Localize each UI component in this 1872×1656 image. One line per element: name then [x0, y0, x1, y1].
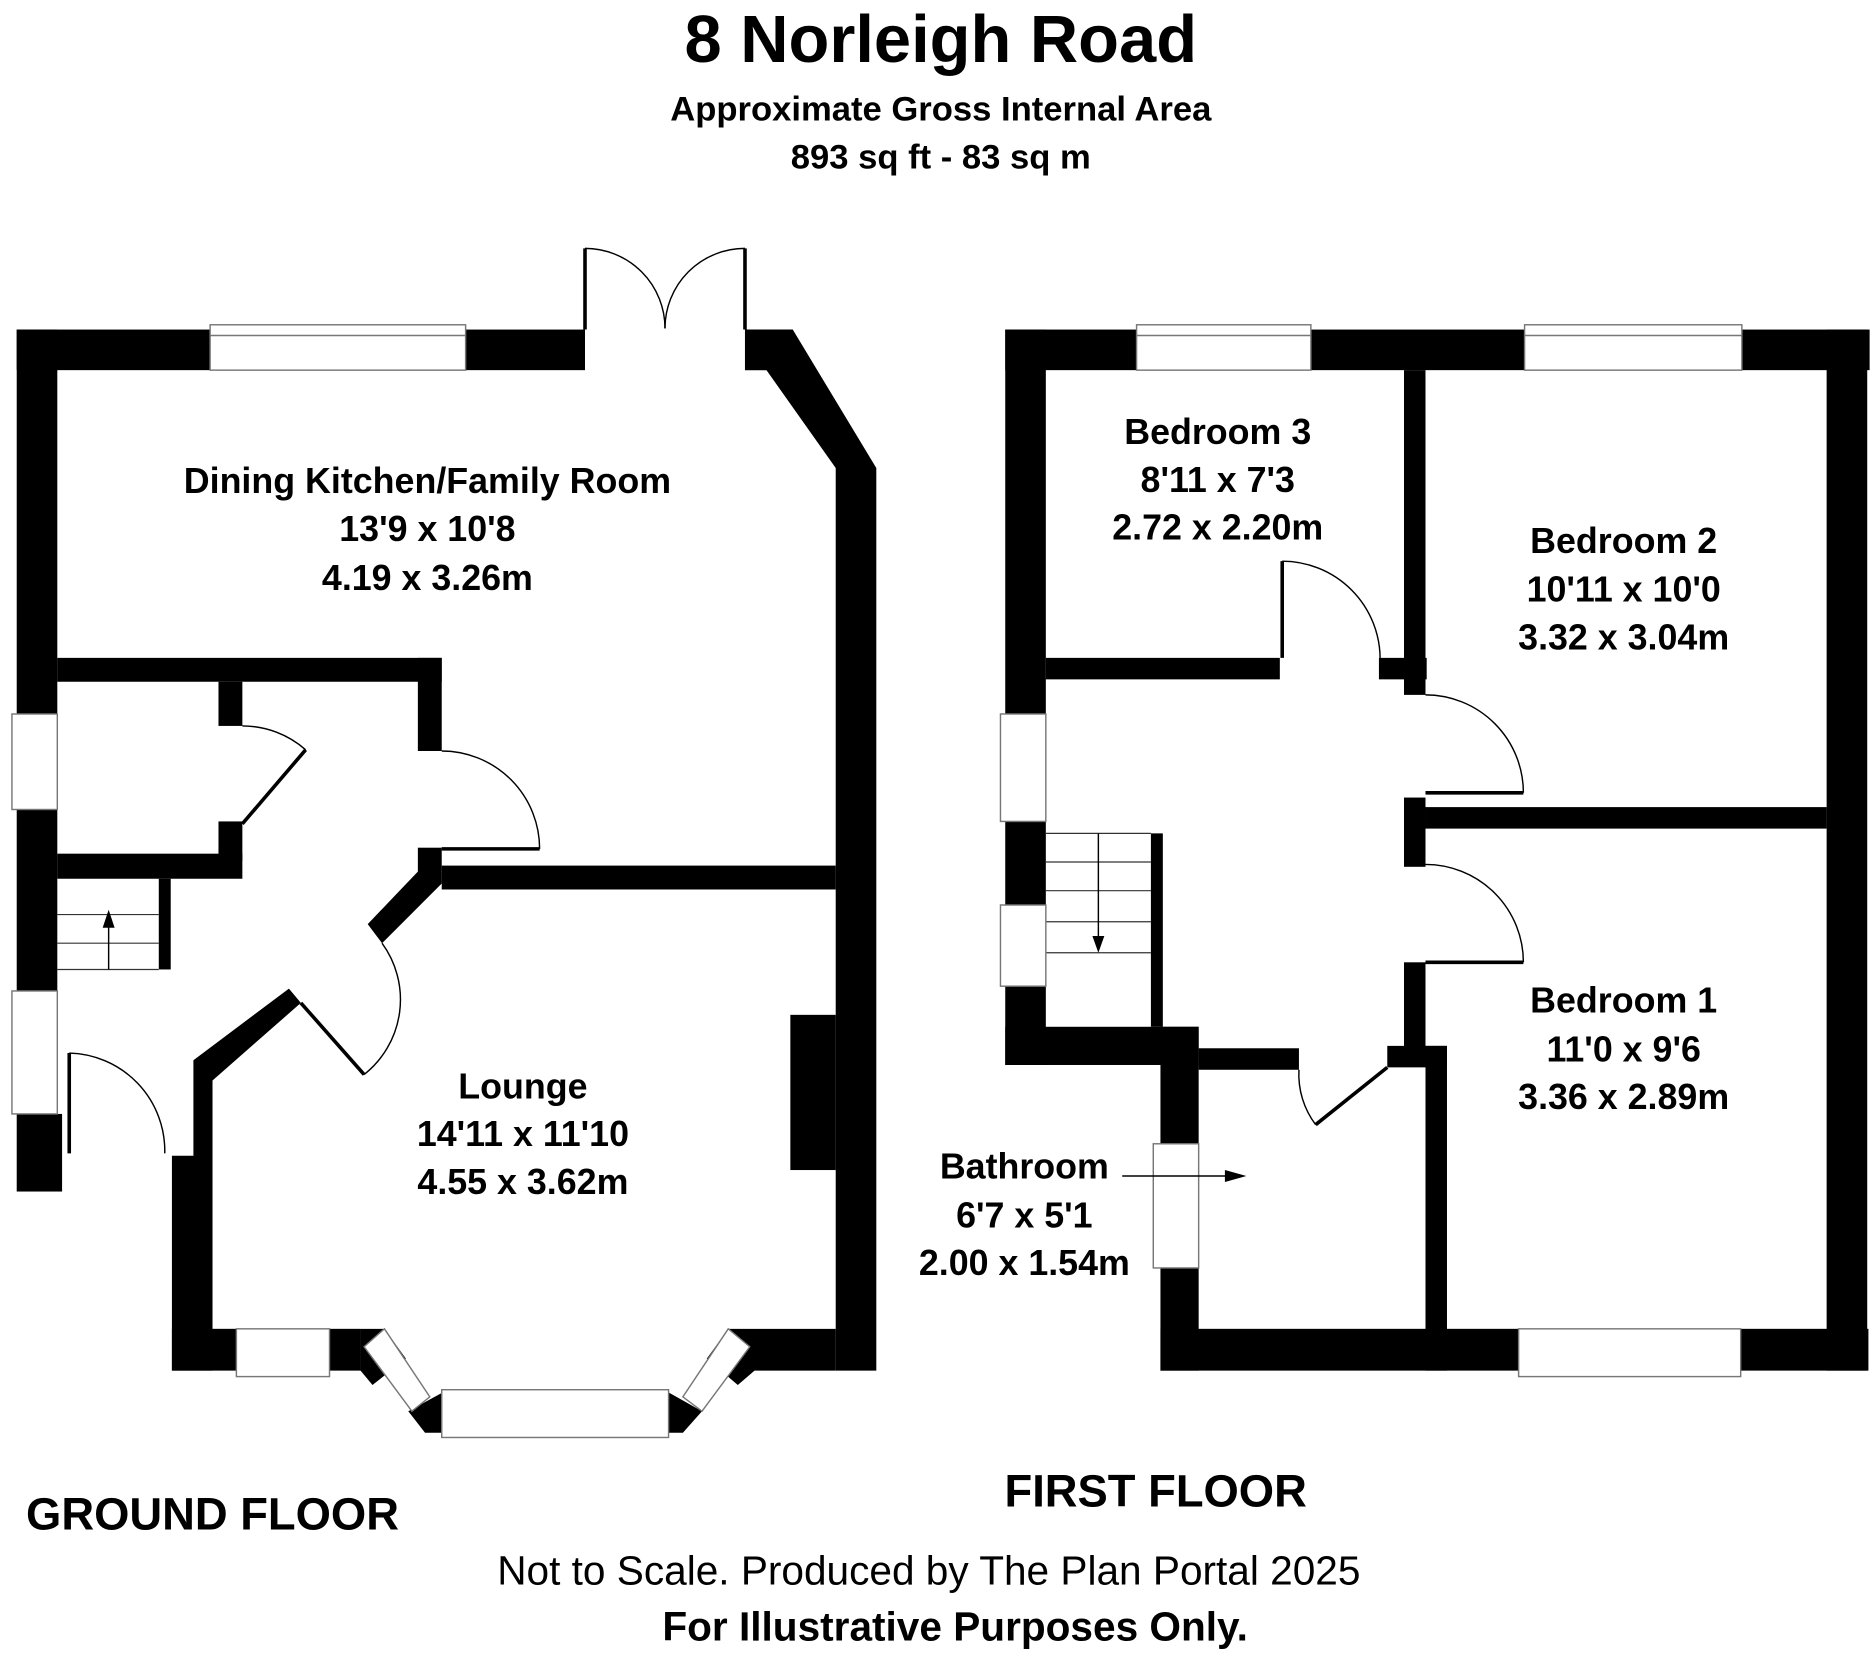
- wall: [57, 853, 243, 879]
- door-swings: [1280, 560, 1525, 1127]
- svg-text:13'9 x 10'8: 13'9 x 10'8: [339, 509, 515, 549]
- wall: [744, 329, 877, 1371]
- wall: [1425, 1045, 1447, 1371]
- first-floor-label: FIRST FLOOR: [1004, 1466, 1306, 1517]
- room-bedroom-1: Bedroom 1 11'0 x 9'6 3.36 x 2.89m: [1518, 980, 1729, 1117]
- svg-text:Bathroom: Bathroom: [940, 1146, 1109, 1186]
- wall: [171, 988, 301, 1371]
- svg-text:8'11 x 7'3: 8'11 x 7'3: [1141, 460, 1295, 500]
- svg-text:6'7 x 5'1: 6'7 x 5'1: [956, 1195, 1092, 1235]
- header: 8 Norleigh Road Approximate Gross Intern…: [670, 2, 1212, 176]
- wall: [1404, 797, 1426, 867]
- svg-text:Lounge: Lounge: [458, 1066, 587, 1106]
- svg-text:Bedroom 2: Bedroom 2: [1530, 521, 1717, 561]
- disclaimer-text: Not to Scale. Produced by The Plan Porta…: [497, 1547, 1360, 1593]
- svg-text:11'0 x 9'6: 11'0 x 9'6: [1546, 1029, 1700, 1069]
- wall: [663, 1389, 702, 1433]
- first-floor-plan: Bedroom 3 8'11 x 7'3 2.72 x 2.20m Bedroo…: [919, 324, 1870, 1378]
- wall: [1150, 833, 1163, 1027]
- svg-text:Dining Kitchen/Family Room: Dining Kitchen/Family Room: [184, 461, 671, 501]
- stairs: [57, 909, 159, 971]
- room-dining-kitchen: Dining Kitchen/Family Room 13'9 x 10'8 4…: [184, 461, 671, 598]
- svg-text:Bedroom 3: Bedroom 3: [1124, 412, 1311, 452]
- window: [999, 904, 1047, 987]
- window: [999, 713, 1047, 823]
- wall: [1160, 1026, 1199, 1144]
- ground-floor-plan: Dining Kitchen/Family Room 13'9 x 10'8 4…: [11, 247, 877, 1439]
- window: [235, 1328, 331, 1378]
- wall: [158, 878, 171, 970]
- room-bedroom-3: Bedroom 3 8'11 x 7'3 2.72 x 2.20m: [1112, 412, 1323, 548]
- svg-text:2.00 x 1.54m: 2.00 x 1.54m: [919, 1243, 1130, 1283]
- wall: [324, 1328, 361, 1371]
- svg-text:4.19 x 3.26m: 4.19 x 3.26m: [322, 558, 533, 598]
- window: [11, 990, 59, 1115]
- wall: [1404, 370, 1426, 695]
- bay-window: [363, 1327, 431, 1413]
- svg-text:14'11 x 11'10: 14'11 x 11'10: [417, 1114, 629, 1154]
- wall: [1005, 821, 1046, 906]
- wall: [1737, 1328, 1869, 1371]
- wall: [1404, 962, 1426, 1051]
- svg-text:3.36 x 2.89m: 3.36 x 2.89m: [1518, 1077, 1729, 1117]
- wall: [57, 657, 442, 682]
- chimney-breast: [790, 1014, 836, 1171]
- window: [1152, 1143, 1200, 1269]
- wall: [465, 329, 585, 371]
- wall: [367, 871, 442, 944]
- wall: [16, 329, 58, 714]
- wall: [441, 865, 836, 890]
- wall: [1005, 329, 1046, 714]
- area-subtitle: Approximate Gross Internal Area: [670, 91, 1212, 129]
- pointer-arrow-icon: [1224, 1170, 1247, 1182]
- window: [209, 324, 467, 371]
- wall: [1425, 807, 1827, 829]
- window: [1517, 1328, 1742, 1378]
- wall: [16, 809, 58, 991]
- wall: [1045, 657, 1280, 680]
- stairs-up-arrow-icon: [102, 909, 115, 928]
- wall: [417, 657, 442, 751]
- french-doors: [583, 247, 747, 330]
- wall: [218, 681, 243, 726]
- svg-text:2.72 x 2.20m: 2.72 x 2.20m: [1112, 508, 1323, 548]
- wall: [171, 1328, 244, 1371]
- svg-text:3.32 x 3.04m: 3.32 x 3.04m: [1518, 618, 1729, 658]
- window: [1135, 324, 1312, 371]
- door-swings: [67, 725, 541, 1154]
- svg-text:Bedroom 1: Bedroom 1: [1530, 980, 1717, 1020]
- wall: [16, 1113, 63, 1192]
- wall: [1198, 1048, 1299, 1070]
- svg-text:10'11 x 10'0: 10'11 x 10'0: [1527, 570, 1721, 610]
- wall: [1160, 1328, 1524, 1371]
- illustrative-notice: For Illustrative Purposes Only.: [662, 1603, 1248, 1649]
- bathroom-pointer: [1122, 1170, 1247, 1182]
- stairs: [1045, 832, 1151, 954]
- ground-floor-label: GROUND FLOOR: [26, 1488, 399, 1539]
- room-bedroom-2: Bedroom 2 10'11 x 10'0 3.32 x 3.04m: [1518, 521, 1729, 658]
- area-value: 893 sq ft - 83 sq m: [791, 138, 1091, 176]
- svg-text:4.55 x 3.62m: 4.55 x 3.62m: [417, 1162, 628, 1202]
- stairs-down-arrow-icon: [1092, 936, 1105, 953]
- wall: [1826, 329, 1868, 1371]
- wall: [408, 1389, 448, 1433]
- bay-window: [681, 1327, 751, 1413]
- room-lounge: Lounge 14'11 x 11'10 4.55 x 3.62m: [417, 1066, 629, 1202]
- page-title: 8 Norleigh Road: [685, 2, 1198, 77]
- wall: [218, 821, 243, 861]
- bay-window: [441, 1389, 670, 1439]
- window: [1523, 324, 1743, 371]
- room-bathroom: Bathroom 6'7 x 5'1 2.00 x 1.54m: [919, 1146, 1130, 1283]
- window: [11, 713, 59, 811]
